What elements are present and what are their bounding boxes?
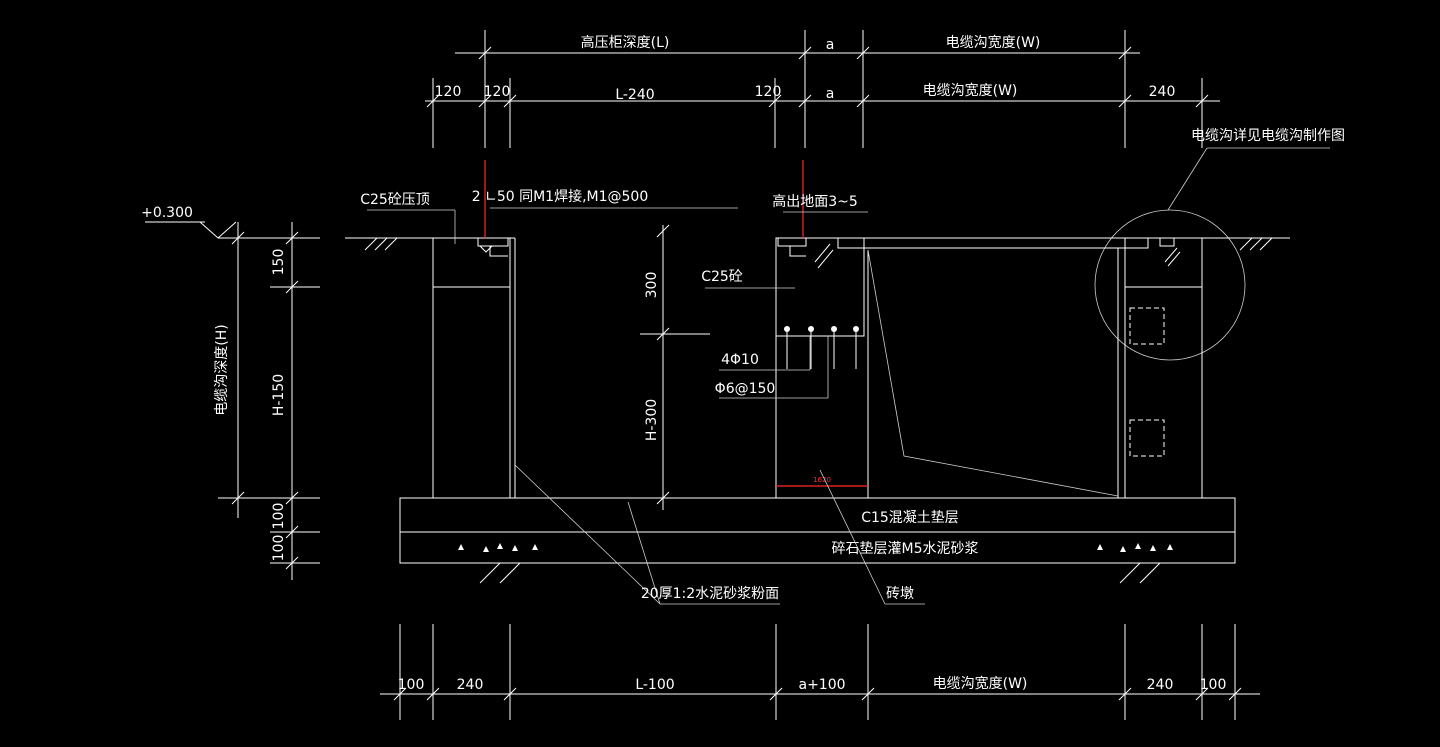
brick-pier-label: 砖墩 [886, 586, 914, 602]
right-wall [1117, 237, 1203, 499]
ground-line: +0.300 [141, 205, 1290, 251]
detail-ref-label: 电缆沟详见电缆沟制作图 [1191, 128, 1345, 144]
bottom-dimension-row: 100 240 L-100 a+100 电缆沟宽度(W) 240 100 [380, 624, 1260, 720]
left-dimension-chain: 150 H-150 100 100 电缆沟深度(H) [214, 222, 320, 580]
left-wall-cap [432, 237, 511, 288]
dim-a-plus-100: a+100 [798, 677, 845, 693]
left-wall [432, 160, 516, 499]
top-dimension-row-1: 高压柜深度(L) a 电缆沟宽度(W) [455, 30, 1140, 110]
annotations: C25砼压顶 2 ∟50 同M1焊接,M1@500 高出地面3~5 C25砼 4… [360, 188, 925, 605]
dim-120-a: 120 [435, 84, 462, 100]
gravel-bed [399, 531, 1236, 564]
left-wall-body [432, 286, 511, 499]
dim-150-left: 150 [271, 249, 287, 276]
small-dim-label: 1620 [813, 476, 831, 484]
rebar-stirrup-label: Φ6@150 [715, 381, 776, 397]
dim-l-100: L-100 [635, 677, 674, 693]
dim-100-left-a: 100 [271, 503, 287, 530]
dim-cable-width-bottom: 电缆沟宽度(W) [933, 675, 1028, 692]
dim-100-left-b: 100 [271, 535, 287, 562]
above-ground-label: 高出地面3~5 [772, 193, 858, 210]
dim-cable-width-top1: 电缆沟宽度(W) [946, 34, 1041, 51]
pier-c25-cap [775, 237, 865, 337]
dim-120-c: 120 [755, 84, 782, 100]
dim-h-150: H-150 [271, 374, 287, 416]
rebar-main-label: 4Φ10 [721, 352, 759, 368]
dim-a-top2: a [826, 86, 835, 102]
elevation-label: +0.300 [141, 205, 193, 221]
brick-pier: 1620 [775, 160, 869, 498]
c15-concrete-bed [399, 497, 1236, 533]
c25-cap-label: C25砼压顶 [360, 192, 430, 208]
cover-slab [837, 237, 1149, 249]
gravel-label: 碎石垫层灌M5水泥砂浆 [832, 541, 979, 557]
dim-240-top: 240 [1149, 84, 1176, 100]
dim-100-bottom-b: 100 [1200, 677, 1227, 693]
dim-hv-cabinet-depth: 高压柜深度(L) [581, 34, 670, 51]
c25-label: C25砼 [701, 269, 743, 285]
dim-a-top1: a [826, 37, 835, 53]
dim-l-240: L-240 [615, 87, 654, 103]
inner-dimension: 300 H-300 [640, 224, 710, 510]
top-dimension-row-2: 120 120 L-240 120 a 电缆沟宽度(W) 240 [425, 78, 1220, 148]
dim-120-b: 120 [484, 84, 511, 100]
right-wall-cap [1124, 237, 1203, 288]
dim-300: 300 [644, 272, 660, 299]
dim-240-bottom-b: 240 [1147, 677, 1174, 693]
right-wall-body [1124, 286, 1203, 499]
slope-line [867, 249, 1119, 497]
detail-callout: 电缆沟详见电缆沟制作图 [1094, 128, 1345, 361]
dim-100-bottom-a: 100 [398, 677, 425, 693]
dim-h-300: H-300 [644, 399, 660, 441]
mortar-label: 20厚1:2水泥砂浆粉面 [641, 586, 779, 602]
dim-240-bottom-a: 240 [457, 677, 484, 693]
foundation: C15混凝土垫层 碎石垫层灌M5水泥砂浆 [399, 497, 1236, 584]
dim-trench-depth: 电缆沟深度(H) [214, 324, 230, 415]
c15-label: C15混凝土垫层 [861, 510, 959, 526]
dim-cable-width-top2: 电缆沟宽度(W) [923, 82, 1018, 99]
angle-steel-label: 2 ∟50 同M1焊接,M1@500 [472, 188, 649, 205]
